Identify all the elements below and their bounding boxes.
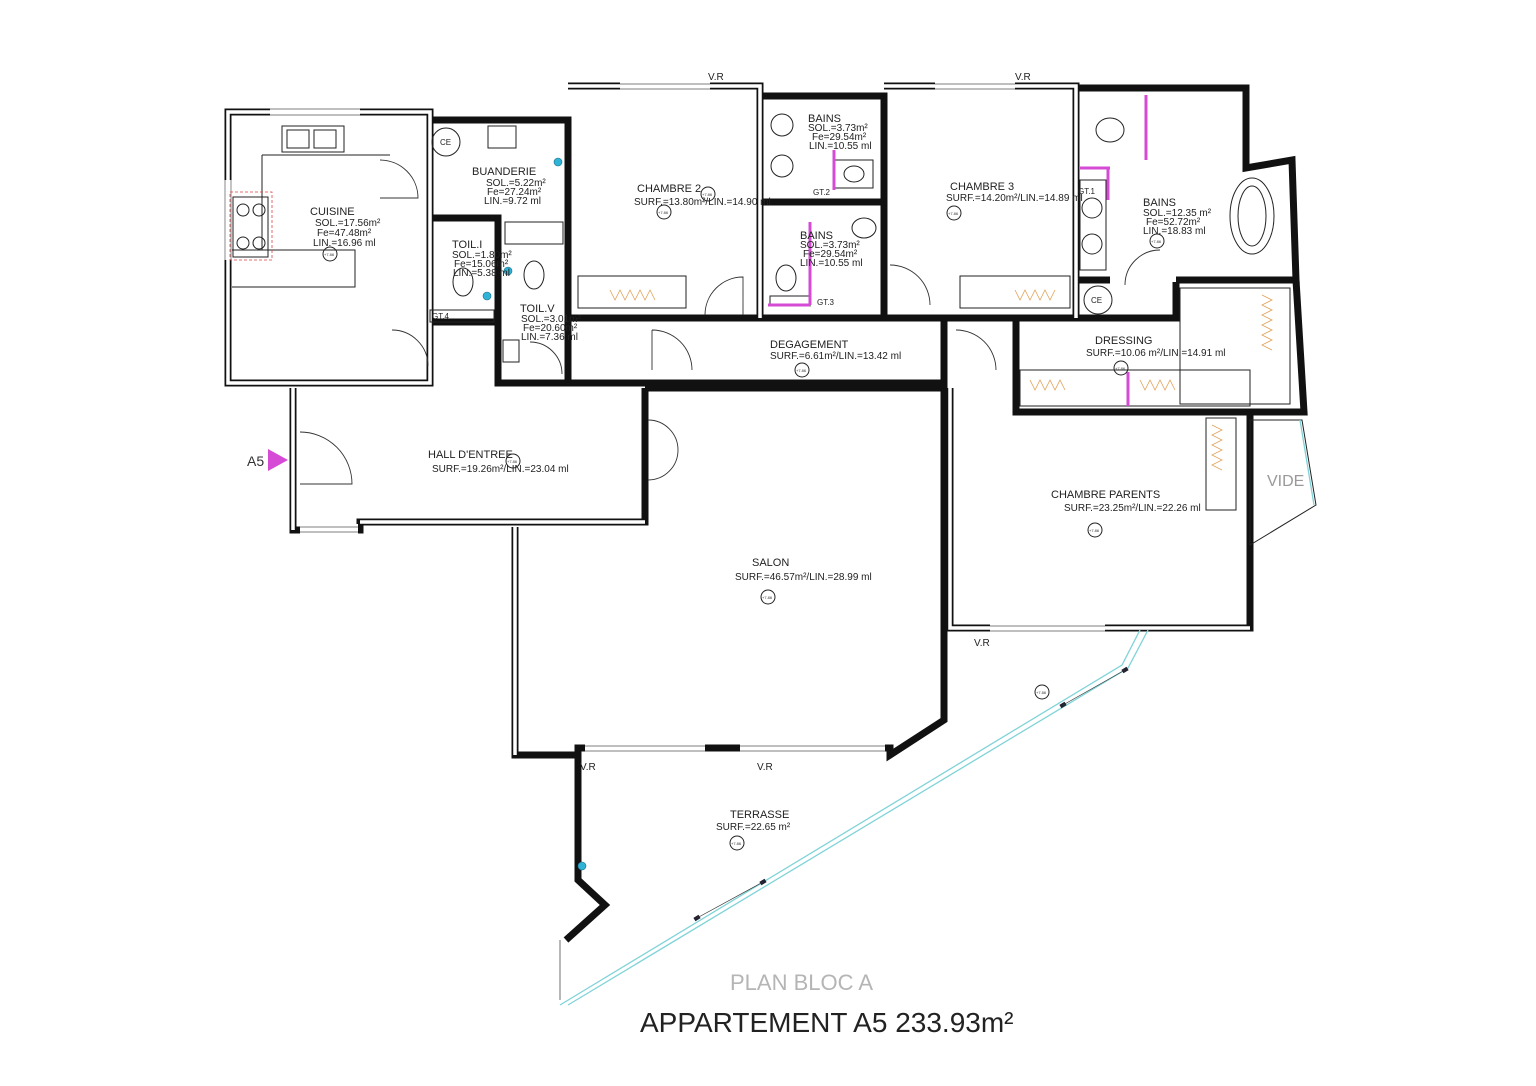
vr-tag: V.R	[708, 72, 724, 83]
vide-shaft	[1249, 419, 1317, 546]
room-name-parents: CHAMBRE PARENTS	[1051, 489, 1160, 501]
room-sol-bains-upper: SOL.=3.73m²	[808, 123, 868, 134]
room-fe-cuisine: Fe=47.48m²	[317, 228, 372, 239]
wall-dressing	[1012, 279, 1308, 416]
room-surf-hall: SURF.=19.26m²/LIN.=23.04 ml	[432, 464, 569, 475]
room-lin-bains-right: LIN.=18.83 ml	[1143, 226, 1206, 237]
room-name-bains-upper: BAINS	[808, 113, 841, 125]
fixtures	[229, 95, 1291, 871]
room-sol-toil-i: SOL.=1.80m²	[452, 250, 512, 261]
room-sol-bains-lower: SOL.=3.73m²	[800, 240, 860, 251]
room-surf-terrasse: SURF.=22.65 m²	[716, 822, 791, 833]
svg-text:+7.86: +7.86	[1036, 690, 1047, 695]
room-name-salon: SALON	[752, 557, 789, 569]
room-name-toil-i: TOIL.I	[452, 239, 482, 251]
wall-degagement	[568, 314, 1016, 387]
vr-tag: V.R	[580, 762, 596, 773]
apartment-title: APPARTEMENT A5 233.93m²	[640, 1007, 1014, 1038]
gt4-tag: GT.4	[432, 312, 449, 321]
svg-text:+7.86: +7.86	[1151, 239, 1162, 244]
ce-tag: CE	[440, 138, 451, 147]
room-sol-cuisine: SOL.=17.56m²	[315, 218, 381, 229]
room-name-hall: HALL D'ENTREE	[428, 449, 513, 461]
room-surf-parents: SURF.=23.25m²/LIN.=22.26 ml	[1064, 503, 1201, 514]
room-name-buanderie: BUANDERIE	[472, 166, 536, 178]
wall-salon	[511, 384, 948, 762]
svg-text:+7.86: +7.86	[731, 841, 742, 846]
room-labels: CUISINE SOL.=17.56m² Fe=47.48m² LIN.=16.…	[310, 113, 1226, 833]
svg-text:+7.86: +7.86	[702, 192, 713, 197]
room-fe-bains-right: Fe=52.72m²	[1146, 217, 1201, 228]
windows	[222, 80, 1105, 754]
svg-text:+7.86: +7.86	[762, 595, 773, 600]
room-surf-degagement: SURF.=6.61m²/LIN.=13.42 ml	[770, 351, 901, 362]
walls	[224, 82, 1308, 943]
gt1-tag: GT.1	[1078, 187, 1095, 196]
room-surf-salon: SURF.=46.57m²/LIN.=28.99 ml	[735, 572, 872, 583]
room-surf-dressing: SURF.=10.06 m²/LIN.=14.91 ml	[1086, 348, 1226, 359]
room-lin-bains-lower: LIN.=10.55 ml	[800, 258, 863, 269]
gt3-tag: GT.3	[817, 298, 834, 307]
room-name-degagement: DEGAGEMENT	[770, 339, 849, 351]
room-fe-buanderie: Fe=27.24m²	[487, 187, 542, 198]
room-fe-bains-lower: Fe=29.54m²	[803, 249, 858, 260]
wall-terrace-stub	[563, 755, 611, 943]
svg-text:+7.86: +7.86	[658, 210, 669, 215]
svg-text:+7.86: +7.86	[1115, 366, 1126, 371]
vr-tag: V.R	[757, 762, 773, 773]
room-name-cuisine: CUISINE	[310, 206, 355, 218]
level-markers: +7.86 +7.86 +7.86 +7.86 +7.86 +7.86 +7.8…	[322, 186, 1165, 851]
svg-text:+7.86: +7.86	[796, 368, 807, 373]
room-surf-chambre2: SURF.=13.80m²/LIN.=14.90 ml	[634, 197, 771, 208]
plan-title: PLAN BLOC A	[730, 970, 873, 995]
room-name-chambre3: CHAMBRE 3	[950, 181, 1014, 193]
doors	[299, 159, 1161, 485]
room-lin-bains-upper: LIN.=10.55 ml	[809, 141, 872, 152]
room-fe-bains-upper: Fe=29.54m²	[812, 132, 867, 143]
room-name-bains-lower: BAINS	[800, 230, 833, 242]
room-fe-toil-v: Fe=20.60m²	[523, 323, 578, 334]
room-lin-cuisine: LIN.=16.96 ml	[313, 238, 376, 249]
room-surf-chambre3: SURF.=14.20m²/LIN.=14.89 ml	[946, 193, 1083, 204]
room-fe-toil-i: Fe=15.06m²	[454, 259, 509, 270]
vr-tag: V.R	[1015, 72, 1031, 83]
room-sol-bains-right: SOL.=12.35 m²	[1143, 208, 1212, 219]
room-name-terrasse: TERRASSE	[730, 809, 789, 821]
room-lin-buanderie: LIN.=9.72 ml	[484, 196, 541, 207]
room-name-bains-right: BAINS	[1143, 197, 1176, 209]
svg-text:+7.86: +7.86	[507, 459, 518, 464]
vide-label: VIDE	[1267, 473, 1304, 490]
room-lin-toil-i: LIN.=5.38 ml	[453, 268, 510, 279]
ce-tag: CE	[1091, 296, 1102, 305]
svg-text:+7.86: +7.86	[948, 211, 959, 216]
room-name-chambre2: CHAMBRE 2	[637, 183, 701, 195]
room-lin-toil-v: LIN.=7.36 ml	[521, 332, 578, 343]
room-sol-buanderie: SOL.=5.22m²	[486, 178, 546, 189]
entry-marker-label: A5	[247, 453, 264, 469]
terrace-railing	[559, 629, 1149, 1006]
room-sol-toil-v: SOL.=3.01m²	[521, 314, 581, 325]
gt2-tag: GT.2	[813, 188, 830, 197]
svg-text:+7.86: +7.86	[1089, 528, 1100, 533]
room-name-toil-v: TOIL.V	[520, 303, 555, 315]
vr-tag: V.R	[974, 638, 990, 649]
tags: V.R V.R V.R V.R V.R GT.1 GT.2 GT.3 GT.4 …	[432, 72, 1102, 773]
room-name-dressing: DRESSING	[1095, 335, 1152, 347]
level-marker: +7.86	[324, 252, 335, 257]
